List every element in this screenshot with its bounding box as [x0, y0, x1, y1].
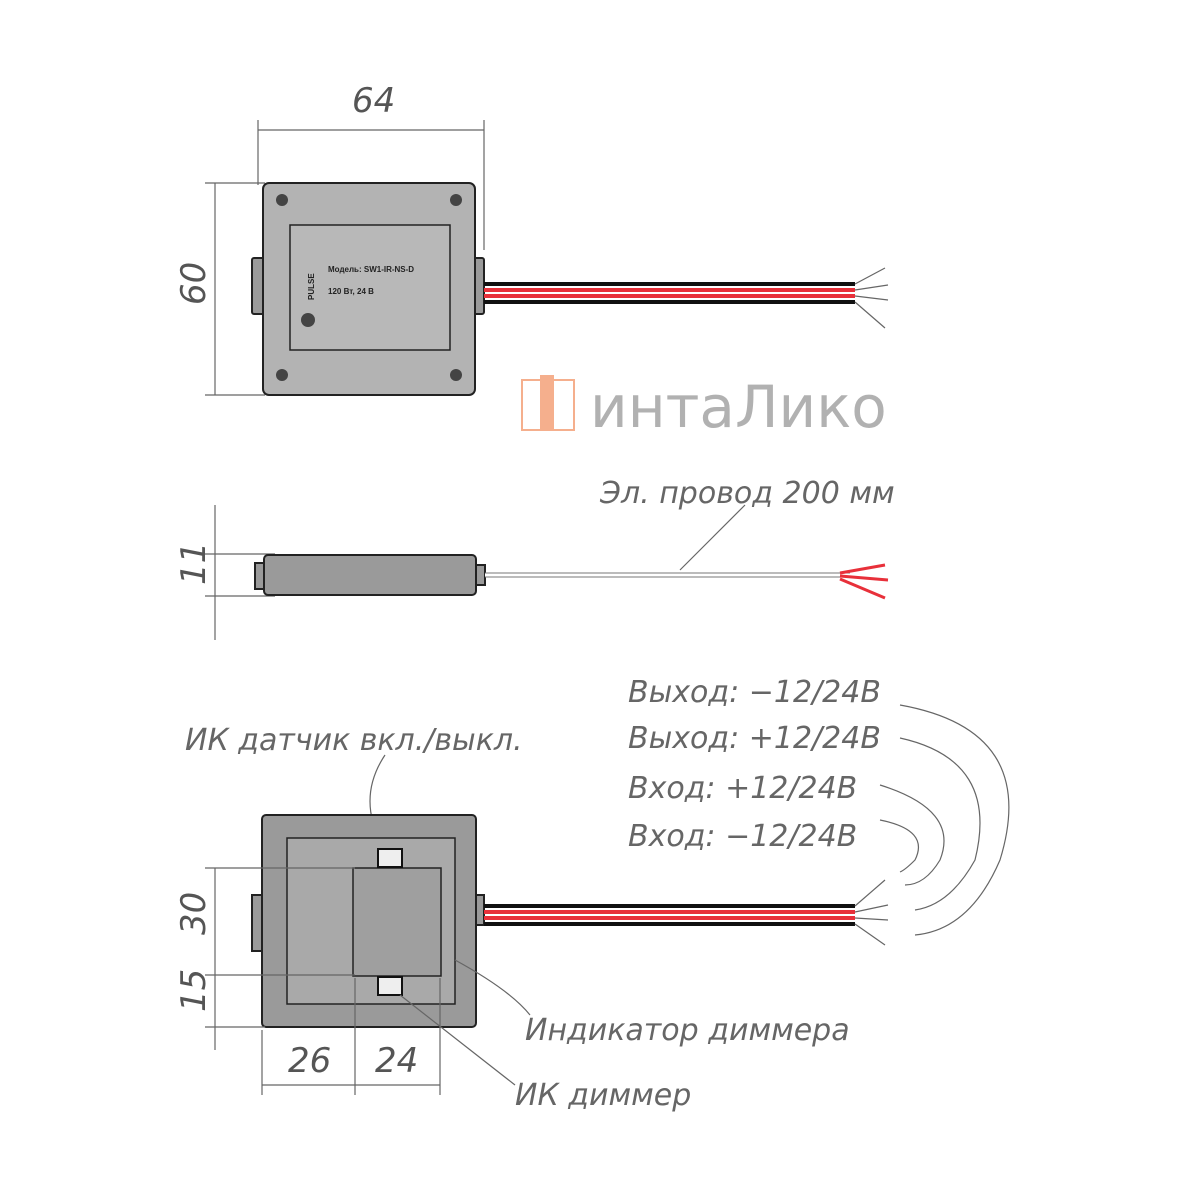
dim-26: 26: [288, 1041, 331, 1081]
model-text: Модель: SW1-IR-NS-D: [328, 265, 414, 274]
ir-dimmer-callout: ИК диммер: [515, 1078, 691, 1113]
in-plus-callout: Вход: +12/24В: [628, 771, 857, 806]
dim-height-60: 60: [174, 262, 214, 305]
dim-30: 30: [174, 892, 214, 935]
watermark-text: интаЛико: [590, 373, 887, 441]
brand-logo: PULSE: [307, 273, 316, 300]
top-view: 64 60 PULSE Модель: SW1-IR-NS-D 120 Вт, …: [174, 81, 889, 396]
in-minus-callout: Вход: −12/24В: [628, 819, 857, 854]
side-view: 11 Эл. провод 200 мм: [174, 476, 895, 640]
dim-height-11: 11: [174, 542, 214, 585]
rating-text: 120 Вт, 24 В: [328, 287, 374, 296]
bottom-view: ИК датчик вкл./выкл. Выход: −12/24В Выхо…: [174, 675, 1010, 1113]
dim-width-64: 64: [352, 81, 395, 121]
out-plus-callout: Выход: +12/24В: [628, 721, 881, 756]
ir-sensor-callout: ИК датчик вкл./выкл.: [185, 723, 523, 758]
out-minus-callout: Выход: −12/24В: [628, 675, 881, 710]
wires-bottom: [484, 879, 889, 946]
watermark-logo: интаЛико: [521, 373, 887, 441]
wires-top: [484, 267, 889, 329]
dim-24: 24: [375, 1041, 418, 1081]
dim-15: 15: [174, 969, 214, 1012]
dimmer-indicator-callout: Индикатор диммера: [525, 1013, 850, 1048]
wire-callout: Эл. провод 200 мм: [599, 476, 895, 511]
